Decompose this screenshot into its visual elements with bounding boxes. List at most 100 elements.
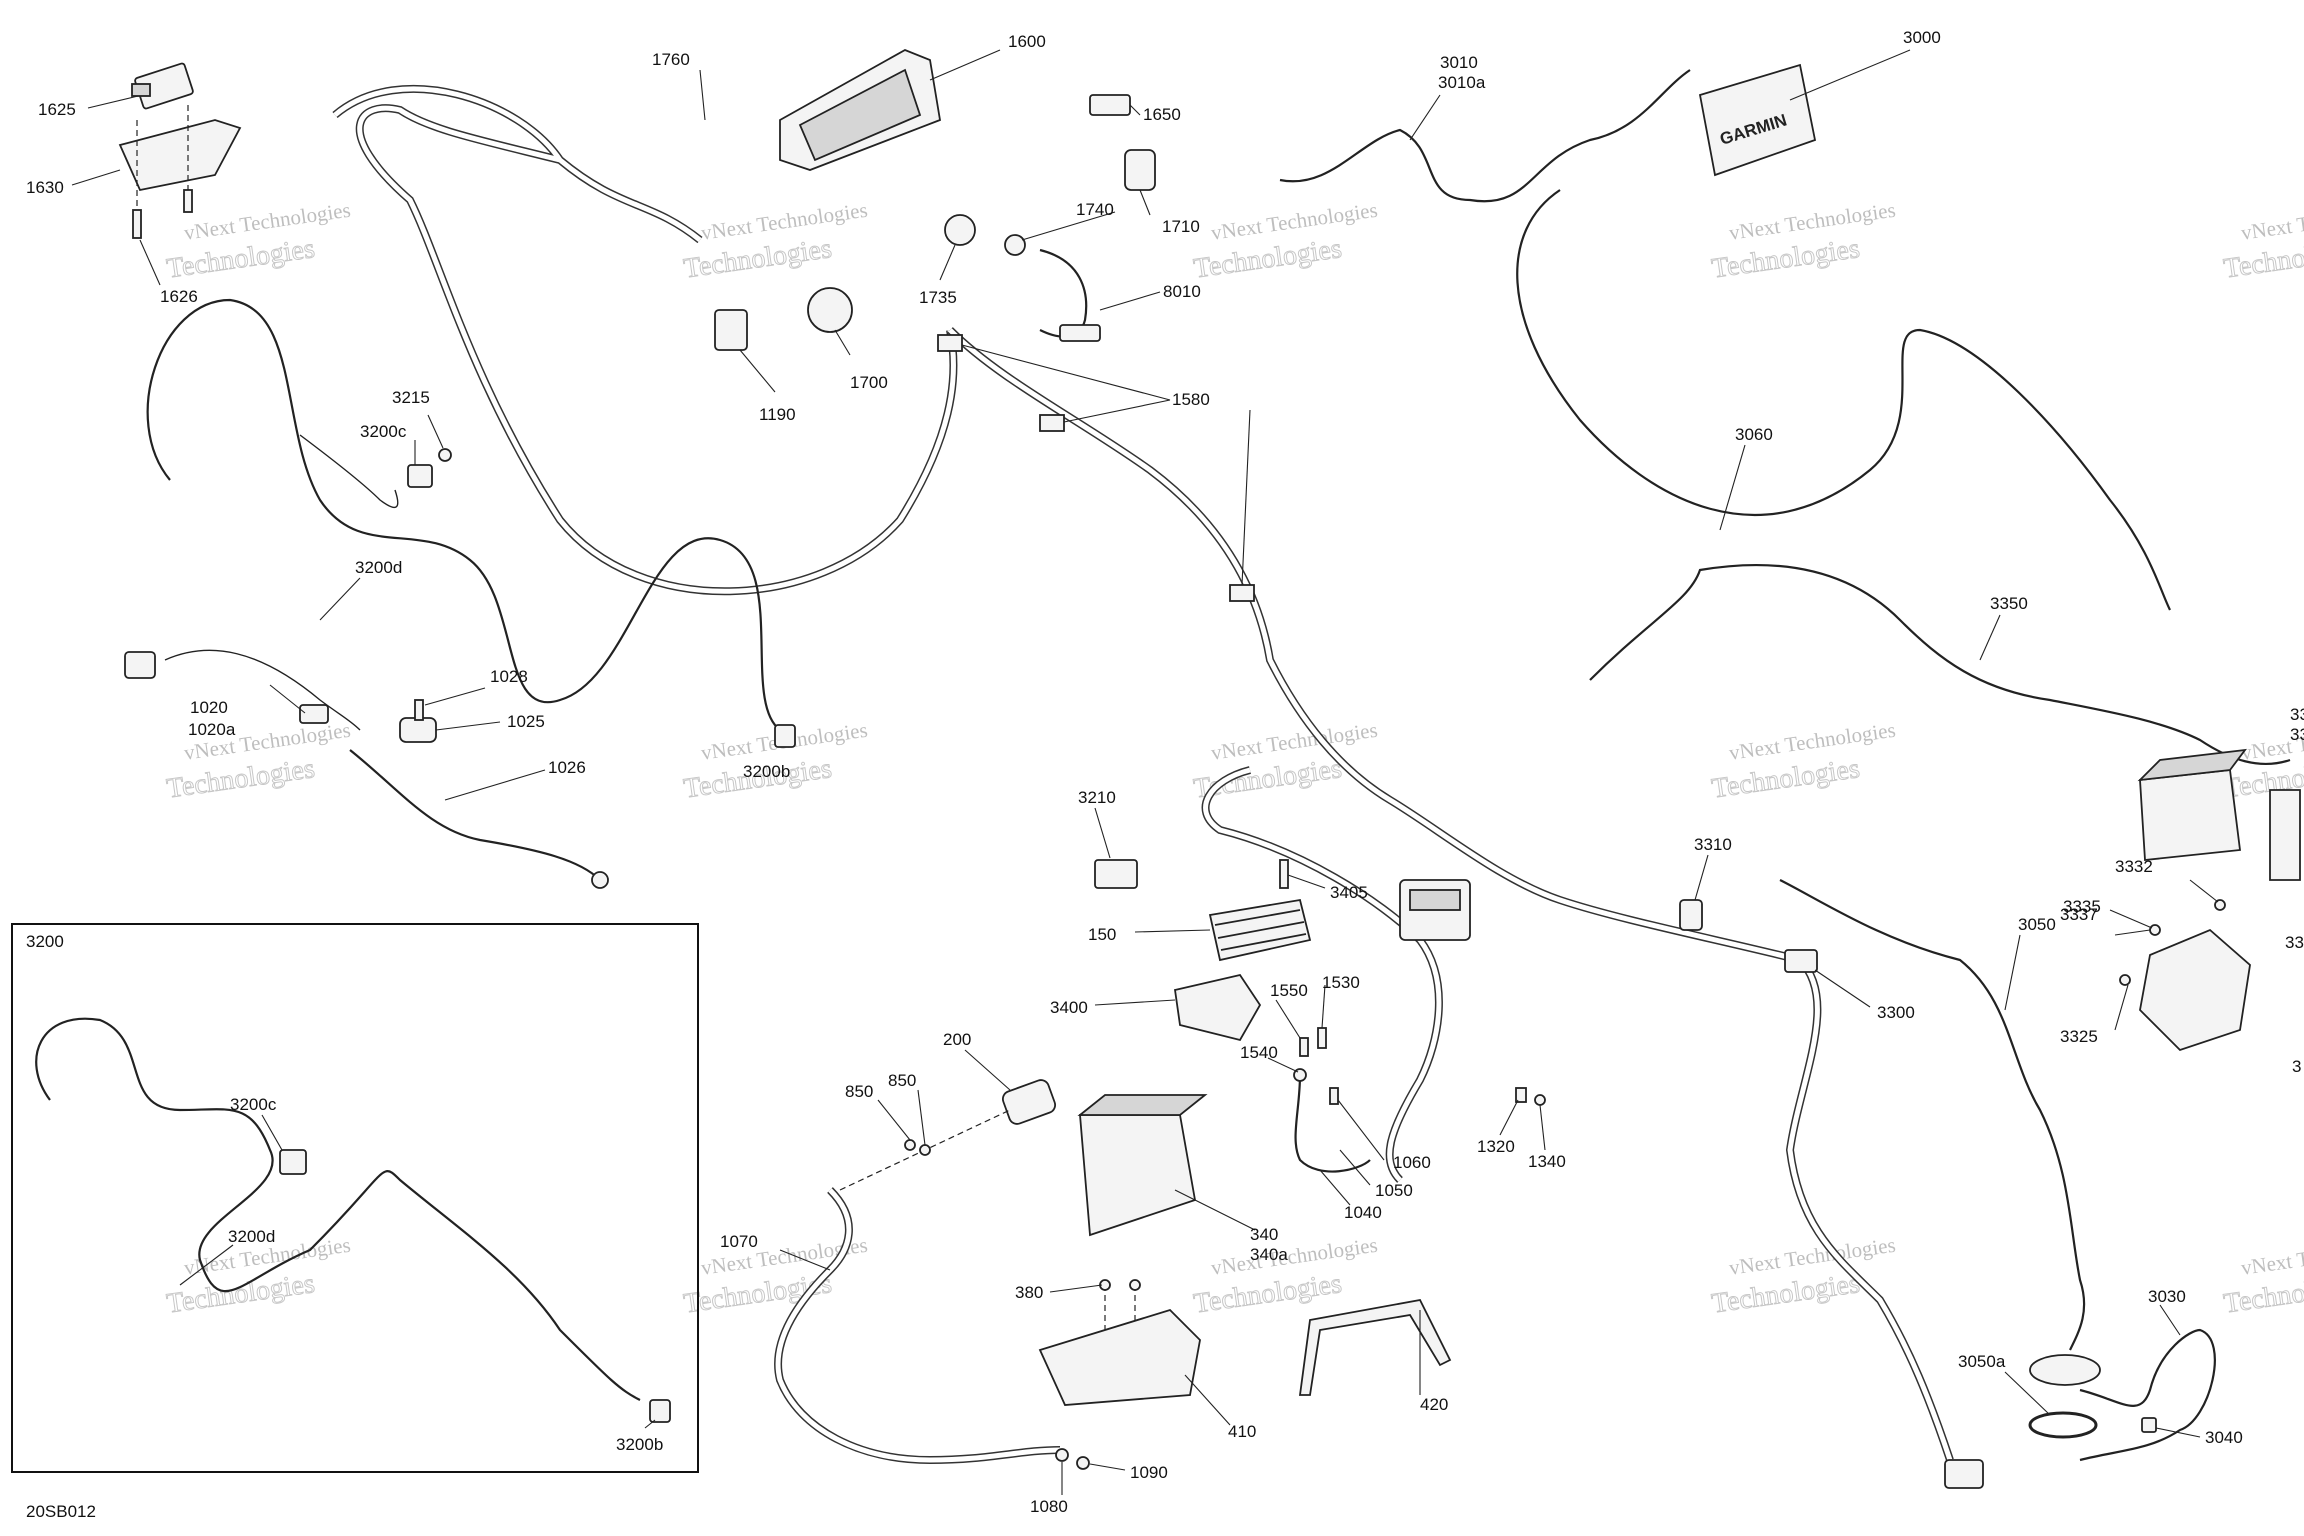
label-3200c: 3200c [360,422,407,441]
label-3040: 3040 [2205,1428,2243,1447]
part-1190-connector [714,309,748,351]
wire-3030 [2079,1328,2216,1462]
label-3000: 3000 [1903,28,1941,47]
part-1090-washer [1076,1456,1090,1470]
label-3215: 3215 [392,388,430,407]
watermark-line1: vNext Technologies [1727,718,1897,765]
label-1190: 1190 [759,405,796,424]
part-340-battery [1077,1094,1208,1237]
watermark-2: vNext Technologies Technologies [681,198,869,285]
part-1700-socket [807,287,853,333]
label-1070: 1070 [720,1232,758,1251]
inset-3200: 3200 3200c 3200d 3200b [11,923,699,1473]
part-1735-switch [944,214,976,246]
part-850-nuts [839,1109,1011,1191]
watermark-5: vNext Technologies Technologies [2221,198,2304,285]
watermark-4: vNext Technologies Technologies [1709,198,1897,285]
watermark-line1: vNext Technologies [1727,198,1897,245]
label-1340: 1340 [1528,1152,1566,1171]
label-1026: 1026 [548,758,586,777]
watermark-3: vNext Technologies Technologies [1191,198,1379,285]
part-3400-bracket [1173,973,1262,1042]
label-1090: 1090 [1130,1463,1168,1482]
part-3340-battery [2137,748,2247,861]
label-3050: 3050 [2018,915,2056,934]
part-3040-clip [2141,1417,2157,1433]
label-1550: 1550 [1270,981,1308,1000]
watermark-line1: vNext Technologies [1209,1233,1379,1280]
label-340: 340 [1250,1225,1278,1244]
label-340a: 340a [1250,1245,1288,1264]
label-1020: 1020 [190,698,228,717]
wire-3200c-leads [299,434,399,509]
part-1025-clamp [399,717,437,743]
inset-plug-3200b [649,1399,671,1423]
label-1626: 1626 [160,287,198,306]
label-3350: 3350 [1990,594,2028,613]
part-410-tray [1038,1308,1201,1406]
label-3050a: 3050a [1958,1352,2006,1371]
watermark-line1: vNext Technologies [1727,1233,1897,1280]
part-3330-tray [2139,928,2251,1052]
inset-label-3200c: 3200c [230,1095,277,1114]
watermark-1: vNext Technologies Technologies [164,198,352,285]
part-3300-plug [1784,949,1818,973]
label-1650: 1650 [1143,105,1181,124]
part-1060-screw [1329,1087,1339,1105]
label-3335: 3335 [2063,897,2101,916]
part-1530-screw [1317,1027,1327,1049]
watermark-15: vNext Technologies Technologies [2221,1233,2304,1320]
watermark-9: vNext Technologies Technologies [1709,718,1897,805]
inset-frame [11,923,699,1473]
label-1700: 1700 [850,373,888,392]
label-1540: 1540 [1240,1043,1278,1062]
inset-clip-3200c [279,1149,307,1175]
label-1580: 1580 [1172,390,1210,409]
label-1028: 1028 [490,667,528,686]
inset-leader-3200d [179,1244,234,1286]
part-3405-screw [1279,859,1289,889]
watermark-8: vNext Technologies Technologies [1191,718,1379,805]
label-3337: 3337 [2060,905,2098,924]
label-1320: 1320 [1477,1137,1515,1156]
label-150: 150 [1088,925,1116,944]
label-3030: 3030 [2148,1287,2186,1306]
part-420-strap [1298,1298,1452,1396]
wire-3050 [1779,879,2086,1351]
label-3310: 3310 [1694,835,1732,854]
label-1050: 1050 [1375,1181,1413,1200]
part-3335-screws [2119,899,2226,986]
part-3215-clip [438,448,452,462]
inset-label-3200d: 3200d [228,1227,275,1246]
part-1026-ring [591,871,609,889]
label-1760: 1760 [652,50,690,69]
part-1020-connector [124,651,329,724]
part-1080-nut [1055,1448,1069,1462]
label-3332: 3332 [2115,857,2153,876]
diagram-code: 20SB012 [26,1502,96,1521]
part-3000-garmin-display: GARMIN [1698,63,1817,177]
label-200: 200 [943,1030,971,1049]
watermark-line1: vNext Technologies [1209,198,1379,245]
label-1020a: 1020a [188,720,236,739]
label-cut-33c: 33 [2285,933,2304,952]
label-1025: 1025 [507,712,545,731]
label-3325: 3325 [2060,1027,2098,1046]
label-cut-3: 3 [2292,1057,2301,1076]
main-harness-loop [332,84,1954,1462]
part-1550-screw [1299,1037,1309,1057]
part-1340-nut [1534,1094,1546,1106]
part-1710-plug [1124,149,1156,191]
part-1600-gauge-cluster [779,49,942,171]
wire-3350 [1589,563,2291,765]
part-1580-clips [937,334,1255,602]
leader-lines [71,49,2219,1495]
watermark-14: vNext Technologies Technologies [1709,1233,1897,1320]
label-cut-33b: 33 [2290,725,2304,744]
part-3310-connector [1679,899,1703,931]
part-3210-module [1094,859,1138,889]
label-3405: 3405 [1330,883,1368,902]
label-cut-33a: 33 [2290,705,2304,724]
wire-1026 [349,749,601,881]
inset-label-3200b: 3200b [616,1435,663,1454]
